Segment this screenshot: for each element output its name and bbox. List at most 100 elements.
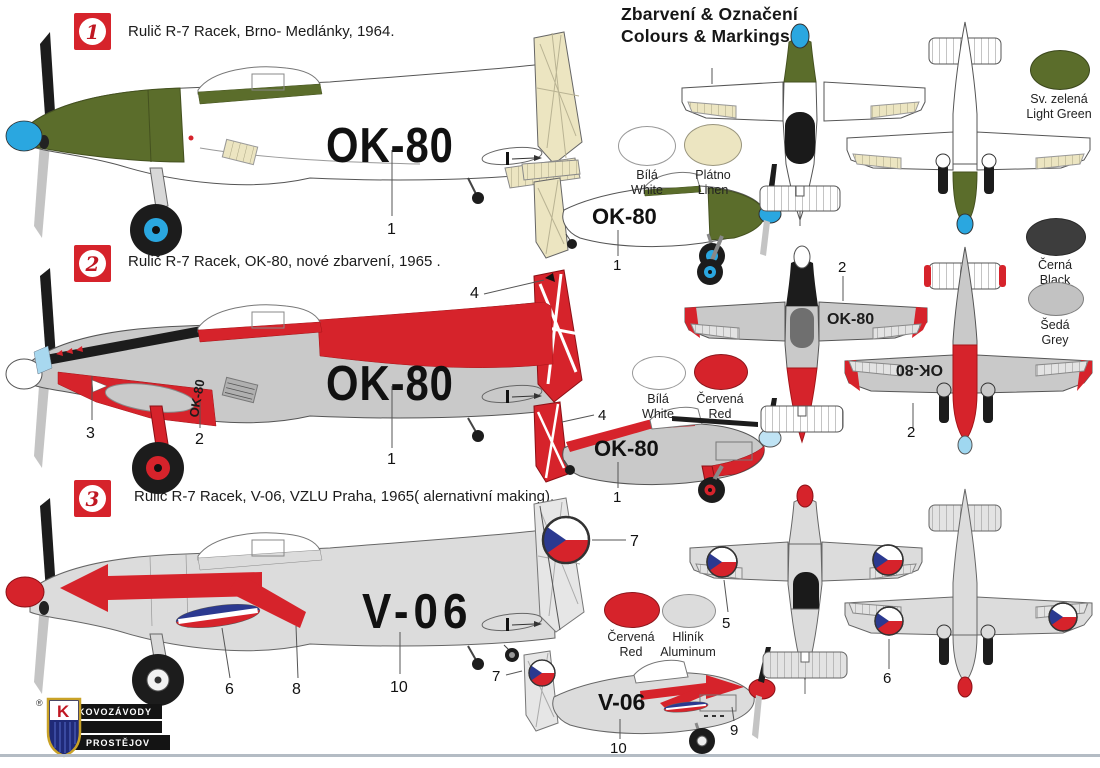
registration-text: V-06 <box>598 689 645 715</box>
vent-hatch <box>221 376 259 404</box>
canopy-frame <box>197 549 323 571</box>
callout-line <box>221 627 231 679</box>
gear-detail-scheme1 <box>697 235 724 285</box>
gear-detail-scheme2 <box>698 465 724 502</box>
callout-line <box>561 414 595 423</box>
swatch-aluminum <box>662 594 716 628</box>
fuel-cap-dot <box>188 135 194 141</box>
scheme1-badge-number: 1 <box>79 18 106 45</box>
tailwheel-strut <box>467 177 477 195</box>
wheel-axle <box>154 676 162 684</box>
logo-letter-k: K <box>57 702 70 721</box>
sheet-title-english: Colours & Markings <box>621 26 790 46</box>
right-aileron <box>872 323 922 340</box>
canopy-frame <box>197 321 323 343</box>
trim-tab-mark <box>506 618 509 631</box>
red-aft-fuselage <box>786 367 818 444</box>
pointer-line <box>511 395 535 398</box>
pointer-line <box>511 157 535 160</box>
exhaust-outlet <box>39 601 49 615</box>
red-belly <box>952 344 978 442</box>
rudder-truss-lines <box>536 32 580 159</box>
scheme1-badge: 1 <box>74 13 111 50</box>
canopy-frame <box>643 185 702 197</box>
tailwheel <box>565 465 575 475</box>
wheel <box>936 382 952 398</box>
pointer-arrowhead <box>534 155 542 161</box>
right-aileron <box>1035 360 1089 377</box>
canopy <box>790 308 814 348</box>
rudder <box>533 31 583 165</box>
engine-cowling <box>952 171 978 221</box>
callout-number: 1 <box>613 489 621 506</box>
page-bottom-edge <box>0 754 1100 757</box>
spinner <box>5 120 43 152</box>
tail-slot <box>795 185 805 197</box>
scheme2-badge-number: 2 <box>79 250 106 277</box>
logo-text-prostejov: PROSTĚJOV <box>86 737 151 748</box>
louver <box>712 715 716 717</box>
propeller-blade-icon <box>34 142 50 238</box>
callout-number: 6 <box>883 670 891 687</box>
sheet-title: Zbarvení & Označení Colours & Markings <box>621 3 798 47</box>
gear-strut <box>710 235 724 261</box>
wheel <box>936 624 952 640</box>
callout-number: 2 <box>838 259 846 276</box>
scheme2-bottom-view: OK-80 2 <box>844 246 1093 455</box>
left-aileron <box>690 323 740 340</box>
wheel-hub <box>696 735 708 747</box>
spinner <box>956 213 974 235</box>
propeller-blade-icon <box>752 695 762 739</box>
tailwheel-strut <box>467 417 477 433</box>
scheme3-bottom-view: 6 <box>844 488 1093 698</box>
tricolor-ellipse-marking <box>663 701 709 713</box>
propeller-blade-icon <box>34 604 50 694</box>
lower-fuselage <box>952 634 978 684</box>
wheel <box>981 153 997 169</box>
canopy <box>793 572 819 620</box>
callout-line <box>505 670 523 676</box>
registration-text: OK-80 <box>592 204 657 229</box>
shield-stripes <box>54 722 76 753</box>
canopy <box>643 172 701 189</box>
engine-hatch <box>715 441 753 461</box>
swatch-linen <box>684 124 742 166</box>
swatch-light-green <box>1030 50 1090 90</box>
shield-top-field <box>50 701 78 720</box>
spinner <box>793 245 811 269</box>
cowl-serrations <box>56 346 83 356</box>
spinner <box>5 358 43 390</box>
callout-number: 5 <box>722 615 730 632</box>
gear-leg-fairing <box>939 393 949 423</box>
propeller-blade-icon <box>40 268 56 360</box>
antiglare-nose <box>786 260 818 306</box>
callout-number: 10 <box>390 679 408 696</box>
svg-text:OK-80: OK-80 <box>326 118 454 173</box>
tailwheel <box>472 192 484 204</box>
spinner <box>796 484 814 508</box>
tailwheel-hub <box>509 652 515 658</box>
tailplane <box>481 612 543 632</box>
cowling-seam <box>147 89 152 163</box>
trim-tab-mark <box>506 152 509 165</box>
logo-bar-kovozavody: KOVOZÁVODY <box>64 704 162 719</box>
tail-slot <box>797 405 807 417</box>
red-arrow-marking <box>60 564 262 612</box>
tailwheel-strut <box>565 233 571 241</box>
antiglare-stripe <box>40 324 214 366</box>
scheme3-top-view: 5 <box>689 484 923 694</box>
wing-registration-text: OK-80 <box>186 378 207 418</box>
rudder-hinge-line <box>539 505 561 631</box>
propeller-blade-icon <box>760 220 770 256</box>
callout-number: 4 <box>598 407 606 424</box>
callout-number: 10 <box>610 740 627 757</box>
spinner <box>790 23 810 49</box>
propeller-blade-icon <box>34 372 50 468</box>
